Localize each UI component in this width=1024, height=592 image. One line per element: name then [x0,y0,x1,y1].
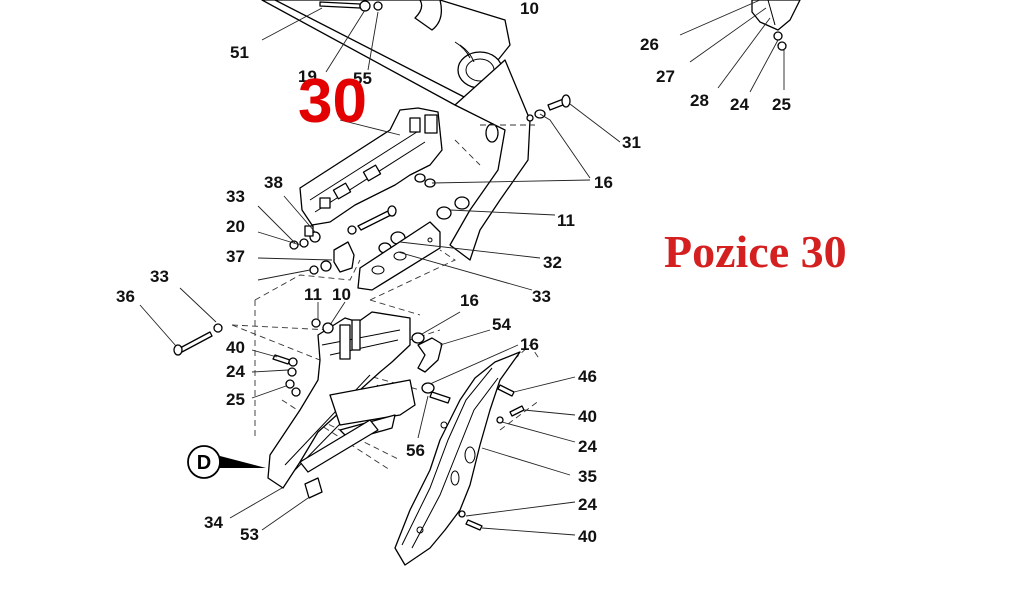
leader-lines [139,0,785,536]
upper-frame [261,0,531,261]
part-label: 53 [240,525,259,544]
part-label: 56 [406,441,425,460]
part-label: 16 [520,335,539,354]
part-label: 10 [520,0,539,18]
part-label: 26 [640,35,659,54]
part-label: 33 [150,267,169,286]
part-label: 31 [622,133,641,152]
hardware-upper [173,94,571,356]
part-label: 40 [578,527,597,546]
part-label: 28 [690,91,709,110]
highlight-number: 30 [298,67,367,136]
part-top-right [751,0,801,51]
part-label: 38 [264,173,283,192]
part-label: 16 [594,173,613,192]
svg-text:D: D [197,452,211,474]
part-label: 40 [578,407,597,426]
part-label: 35 [578,467,597,486]
part-label: 27 [656,67,675,86]
part-label: 37 [226,247,245,266]
part-label: 16 [460,291,479,310]
part-label: 25 [226,390,245,409]
part-label: 24 [226,362,245,381]
part-label: 24 [578,437,597,456]
part-label: 34 [204,513,223,532]
part-label: 20 [226,217,245,236]
part-label: 11 [557,211,575,230]
part-label: 51 [230,43,249,62]
part-label: 33 [226,187,245,206]
page-title: Pozice 30 [664,226,847,277]
part-label: 54 [492,315,511,334]
part-label: 33 [532,287,551,306]
part-label: 10 [332,285,351,304]
hardware-lower [272,318,525,531]
part-label: 24 [730,95,749,114]
part-label: 24 [578,495,597,514]
part-label: 25 [772,95,791,114]
part-labels: 10 51 19 55 26 27 28 24 25 31 16 11 38 3… [116,0,791,546]
part-label: 46 [578,367,597,386]
part-label: 55 [353,69,372,88]
part-label: 40 [226,338,245,357]
plate-33 [357,221,441,291]
bracket-30 [299,107,443,226]
part-label: 32 [543,253,562,272]
part-label: 11 [304,285,322,304]
part-label: 36 [116,287,135,306]
guard-35 [394,351,521,566]
part-label: 19 [298,67,317,86]
callout-d: D [187,445,266,479]
bracket-34 [267,311,425,499]
